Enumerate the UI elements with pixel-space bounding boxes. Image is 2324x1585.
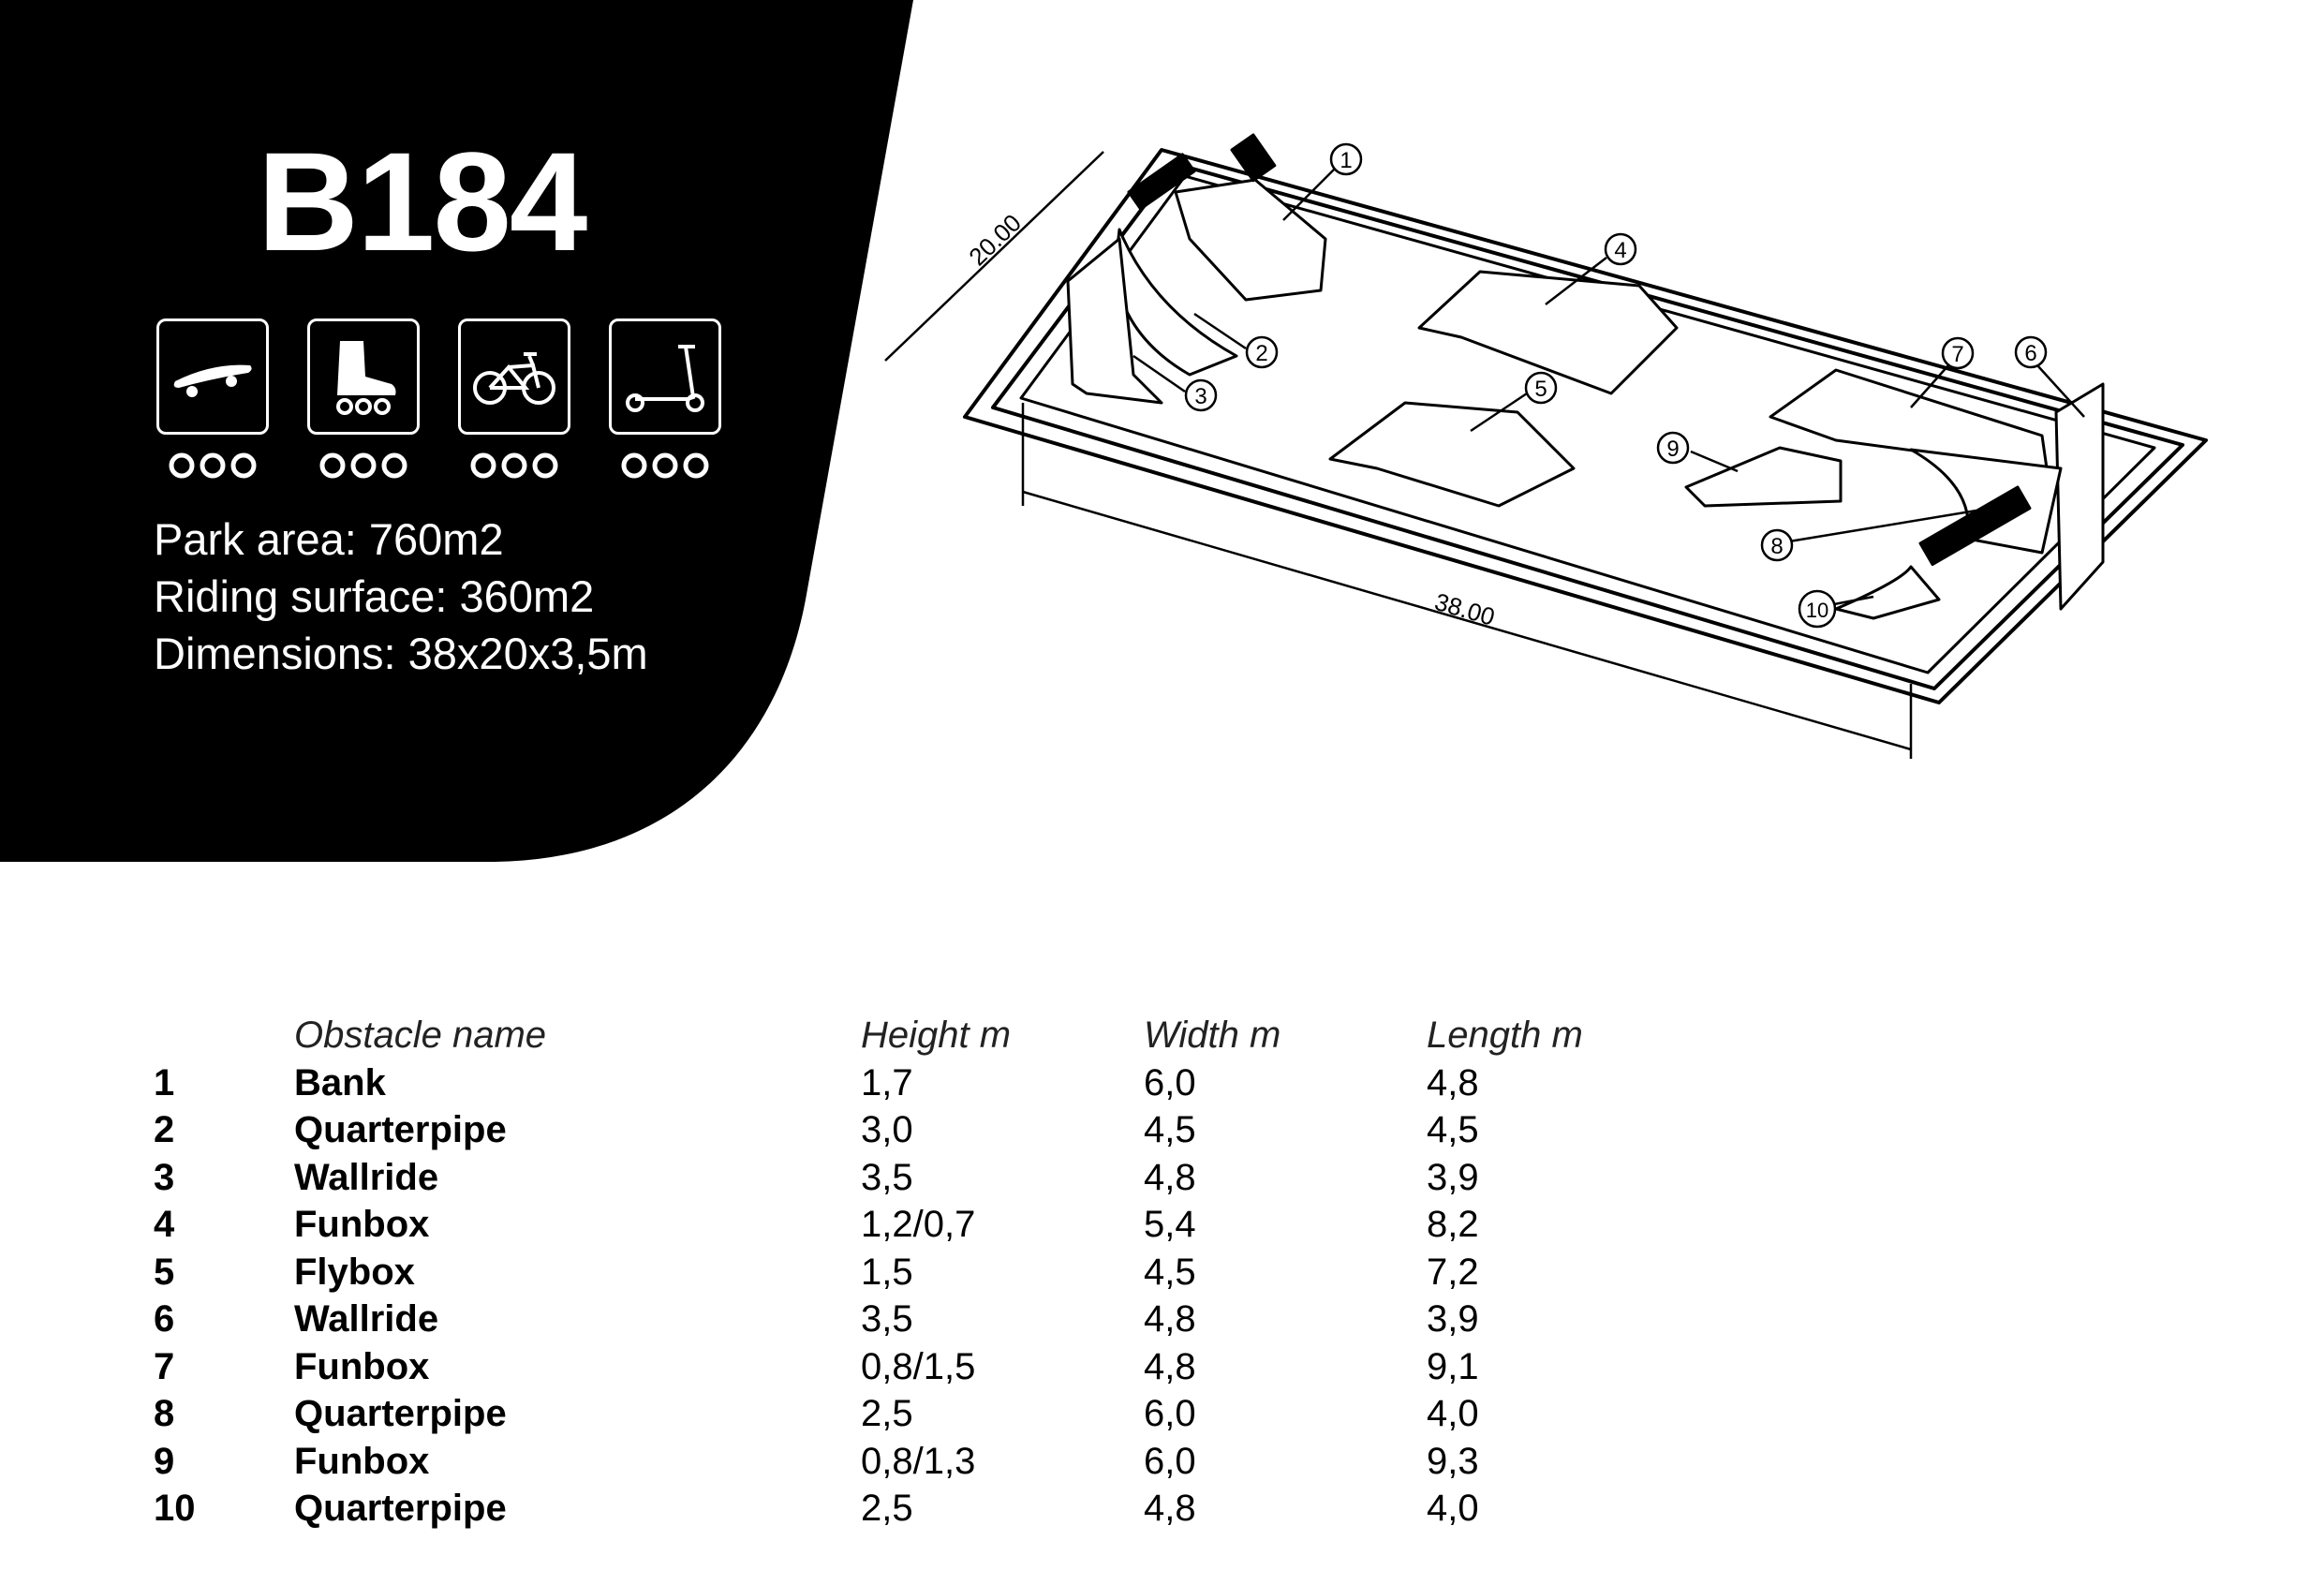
coping-block [1230, 133, 1277, 183]
callout-1: 1 [1282, 142, 1363, 221]
svg-text:3: 3 [1194, 384, 1206, 409]
callout-9: 9 [1656, 431, 1739, 473]
park-outline-inner [991, 162, 2184, 690]
svg-text:4: 4 [1614, 238, 1626, 263]
svg-text:10: 10 [1806, 599, 1828, 622]
svg-text:2: 2 [1255, 341, 1267, 366]
column-header-name: Obstacle name [294, 1015, 547, 1056]
skateboard-icon [156, 318, 269, 435]
obstacle-table: Obstacle name Height m Width m Length m … [154, 1012, 1614, 1533]
callout-7: 7 [1910, 336, 1975, 408]
obstacle-quarterpipe [1909, 448, 2063, 555]
difficulty-rating [618, 452, 712, 480]
discipline-inline-skate [303, 318, 423, 480]
obstacle-bank [1174, 178, 1327, 302]
park-area: Park area: 760m2 [154, 514, 504, 564]
obstacle-quarterpipe [1834, 565, 1941, 620]
dimension-label-length: 38.00 [1431, 587, 1498, 631]
svg-text:1: 1 [1340, 148, 1352, 173]
inline-skate-icon [307, 318, 420, 435]
difficulty-rating [166, 452, 259, 480]
dimension-line-length [1022, 490, 1912, 751]
coping-block [1127, 153, 1196, 211]
product-code: B184 [257, 123, 588, 280]
bmx-bike-icon [458, 318, 570, 435]
column-header-length: Length m [1427, 1015, 1583, 1056]
info-panel-background [0, 0, 937, 871]
discipline-skateboard [153, 318, 273, 480]
column-header-width: Width m [1144, 1015, 1281, 1056]
svg-text:8: 8 [1770, 534, 1783, 559]
discipline-bmx [454, 318, 574, 480]
riding-surface: Riding surface: 360m2 [154, 571, 595, 621]
obstacle-funbox [1417, 270, 1679, 395]
difficulty-rating [317, 452, 410, 480]
scooter-icon [609, 318, 721, 435]
difficulty-rating [467, 452, 561, 480]
park-outline [963, 148, 2208, 704]
svg-text:9: 9 [1666, 437, 1679, 462]
callout-2: 2 [1193, 312, 1279, 369]
svg-text:5: 5 [1534, 377, 1547, 402]
table-header: Obstacle name Height m Width m Length m [154, 1012, 1614, 1059]
callout-4: 4 [1545, 232, 1637, 305]
obstacle-funbox [1684, 446, 1843, 508]
obstacle-quarterpipe [1113, 228, 1238, 377]
callout-6: 6 [2014, 335, 2085, 418]
obstacle-wallride [2054, 382, 2105, 611]
park-specs: Park area: 760m2 Riding surface: 360m2 D… [154, 511, 648, 682]
obstacle-funbox [1769, 368, 2049, 470]
coping-block [1918, 485, 2032, 567]
obstacle-wallride [1066, 237, 1163, 405]
discipline-scooter [605, 318, 725, 480]
discipline-icons [153, 318, 725, 480]
svg-text:6: 6 [2024, 341, 2036, 366]
column-header-height: Height m [861, 1015, 1012, 1056]
svg-text:7: 7 [1951, 342, 1963, 367]
dimensions: Dimensions: 38x20x3,5m [154, 629, 648, 678]
dimension-label-width: 20.00 [963, 209, 1027, 272]
callout-10: 10 [1798, 589, 1874, 629]
riding-surface-outline [1019, 174, 2156, 674]
obstacle-flybox [1328, 401, 1576, 508]
callout-3: 3 [1132, 354, 1218, 412]
callout-8: 8 [1760, 509, 1977, 562]
callout-5: 5 [1470, 371, 1558, 433]
